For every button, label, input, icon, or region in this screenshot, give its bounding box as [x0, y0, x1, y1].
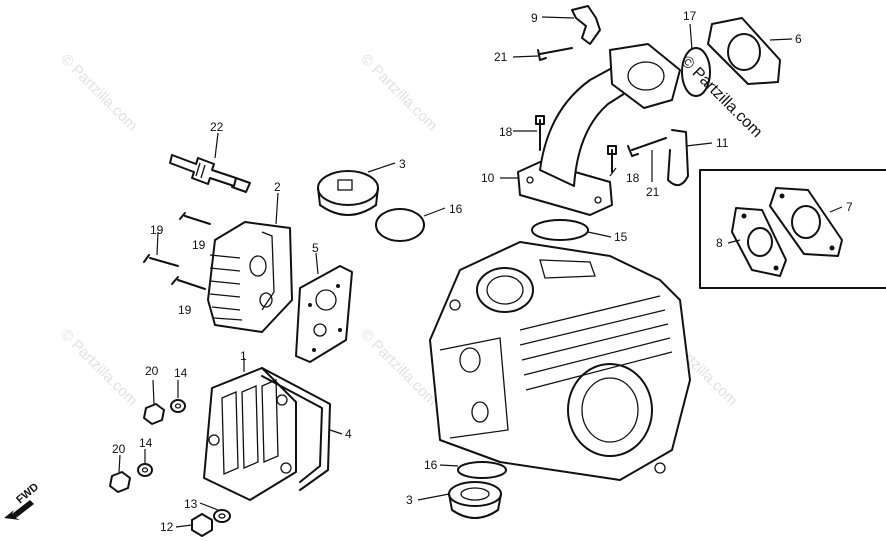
o-ring-bottom [457, 461, 507, 479]
callout-18: 18 [499, 125, 513, 139]
intake-pipe [517, 43, 681, 216]
callout-21: 21 [494, 50, 508, 64]
cap-bottom [448, 481, 502, 519]
callout-16: 16 [449, 202, 463, 216]
valve-cover-gasket [261, 367, 331, 491]
inset-box [699, 169, 886, 289]
callout-3: 3 [399, 157, 406, 171]
head-gasket [295, 265, 353, 363]
cylinder-head [429, 241, 691, 481]
callout-9: 9 [531, 11, 538, 25]
callout-21: 21 [646, 185, 660, 199]
head-cover [207, 221, 293, 333]
callout-15: 15 [614, 230, 628, 244]
o-ring-top [375, 208, 425, 242]
callout-3: 3 [406, 493, 413, 507]
spark-plug [169, 154, 251, 193]
watermark-text: © Partzilla.com [357, 326, 440, 409]
fwd-direction-arrow: FWD [4, 481, 41, 520]
callout-19: 19 [150, 223, 164, 237]
leader-lines [118, 16, 843, 528]
callout-7: 7 [846, 200, 853, 214]
callout-11: 11 [716, 136, 729, 150]
callout-20: 20 [145, 364, 159, 378]
callout-13: 13 [184, 497, 198, 511]
callout-17: 17 [683, 9, 697, 23]
callout-1: 1 [240, 349, 247, 363]
cap-top [317, 170, 379, 216]
watermark-text: © Partzilla.com [57, 51, 140, 134]
flange-6 [707, 17, 781, 85]
watermark-text: © Partzilla.com [357, 51, 440, 134]
callout-numbers: 22 2 3 16 19 19 19 5 1 4 20 14 20 14 13 … [112, 9, 853, 534]
bolts-19 [143, 212, 211, 290]
callout-18: 18 [626, 171, 640, 185]
o-ring-15 [531, 219, 589, 241]
callout-19: 19 [178, 303, 192, 317]
callout-14: 14 [174, 366, 188, 380]
callout-12: 12 [160, 520, 174, 534]
insulator-8 [731, 207, 787, 277]
callout-19: 19 [192, 238, 206, 252]
small-hardware [535, 5, 689, 187]
callout-5: 5 [312, 241, 319, 255]
nuts-and-washers [109, 399, 186, 493]
callout-4: 4 [345, 427, 352, 441]
callout-22: 22 [210, 120, 224, 134]
callout-2: 2 [274, 180, 281, 194]
watermark-text: © Partzilla.com [57, 326, 140, 409]
callout-10: 10 [481, 171, 495, 185]
callout-6: 6 [795, 32, 802, 46]
callout-16: 16 [424, 458, 438, 472]
o-ring-17 [681, 47, 711, 97]
callout-20: 20 [112, 442, 126, 456]
callout-8: 8 [716, 236, 723, 250]
plug-and-washer [191, 509, 231, 537]
gasket-7 [769, 187, 843, 257]
callout-14: 14 [139, 436, 153, 450]
